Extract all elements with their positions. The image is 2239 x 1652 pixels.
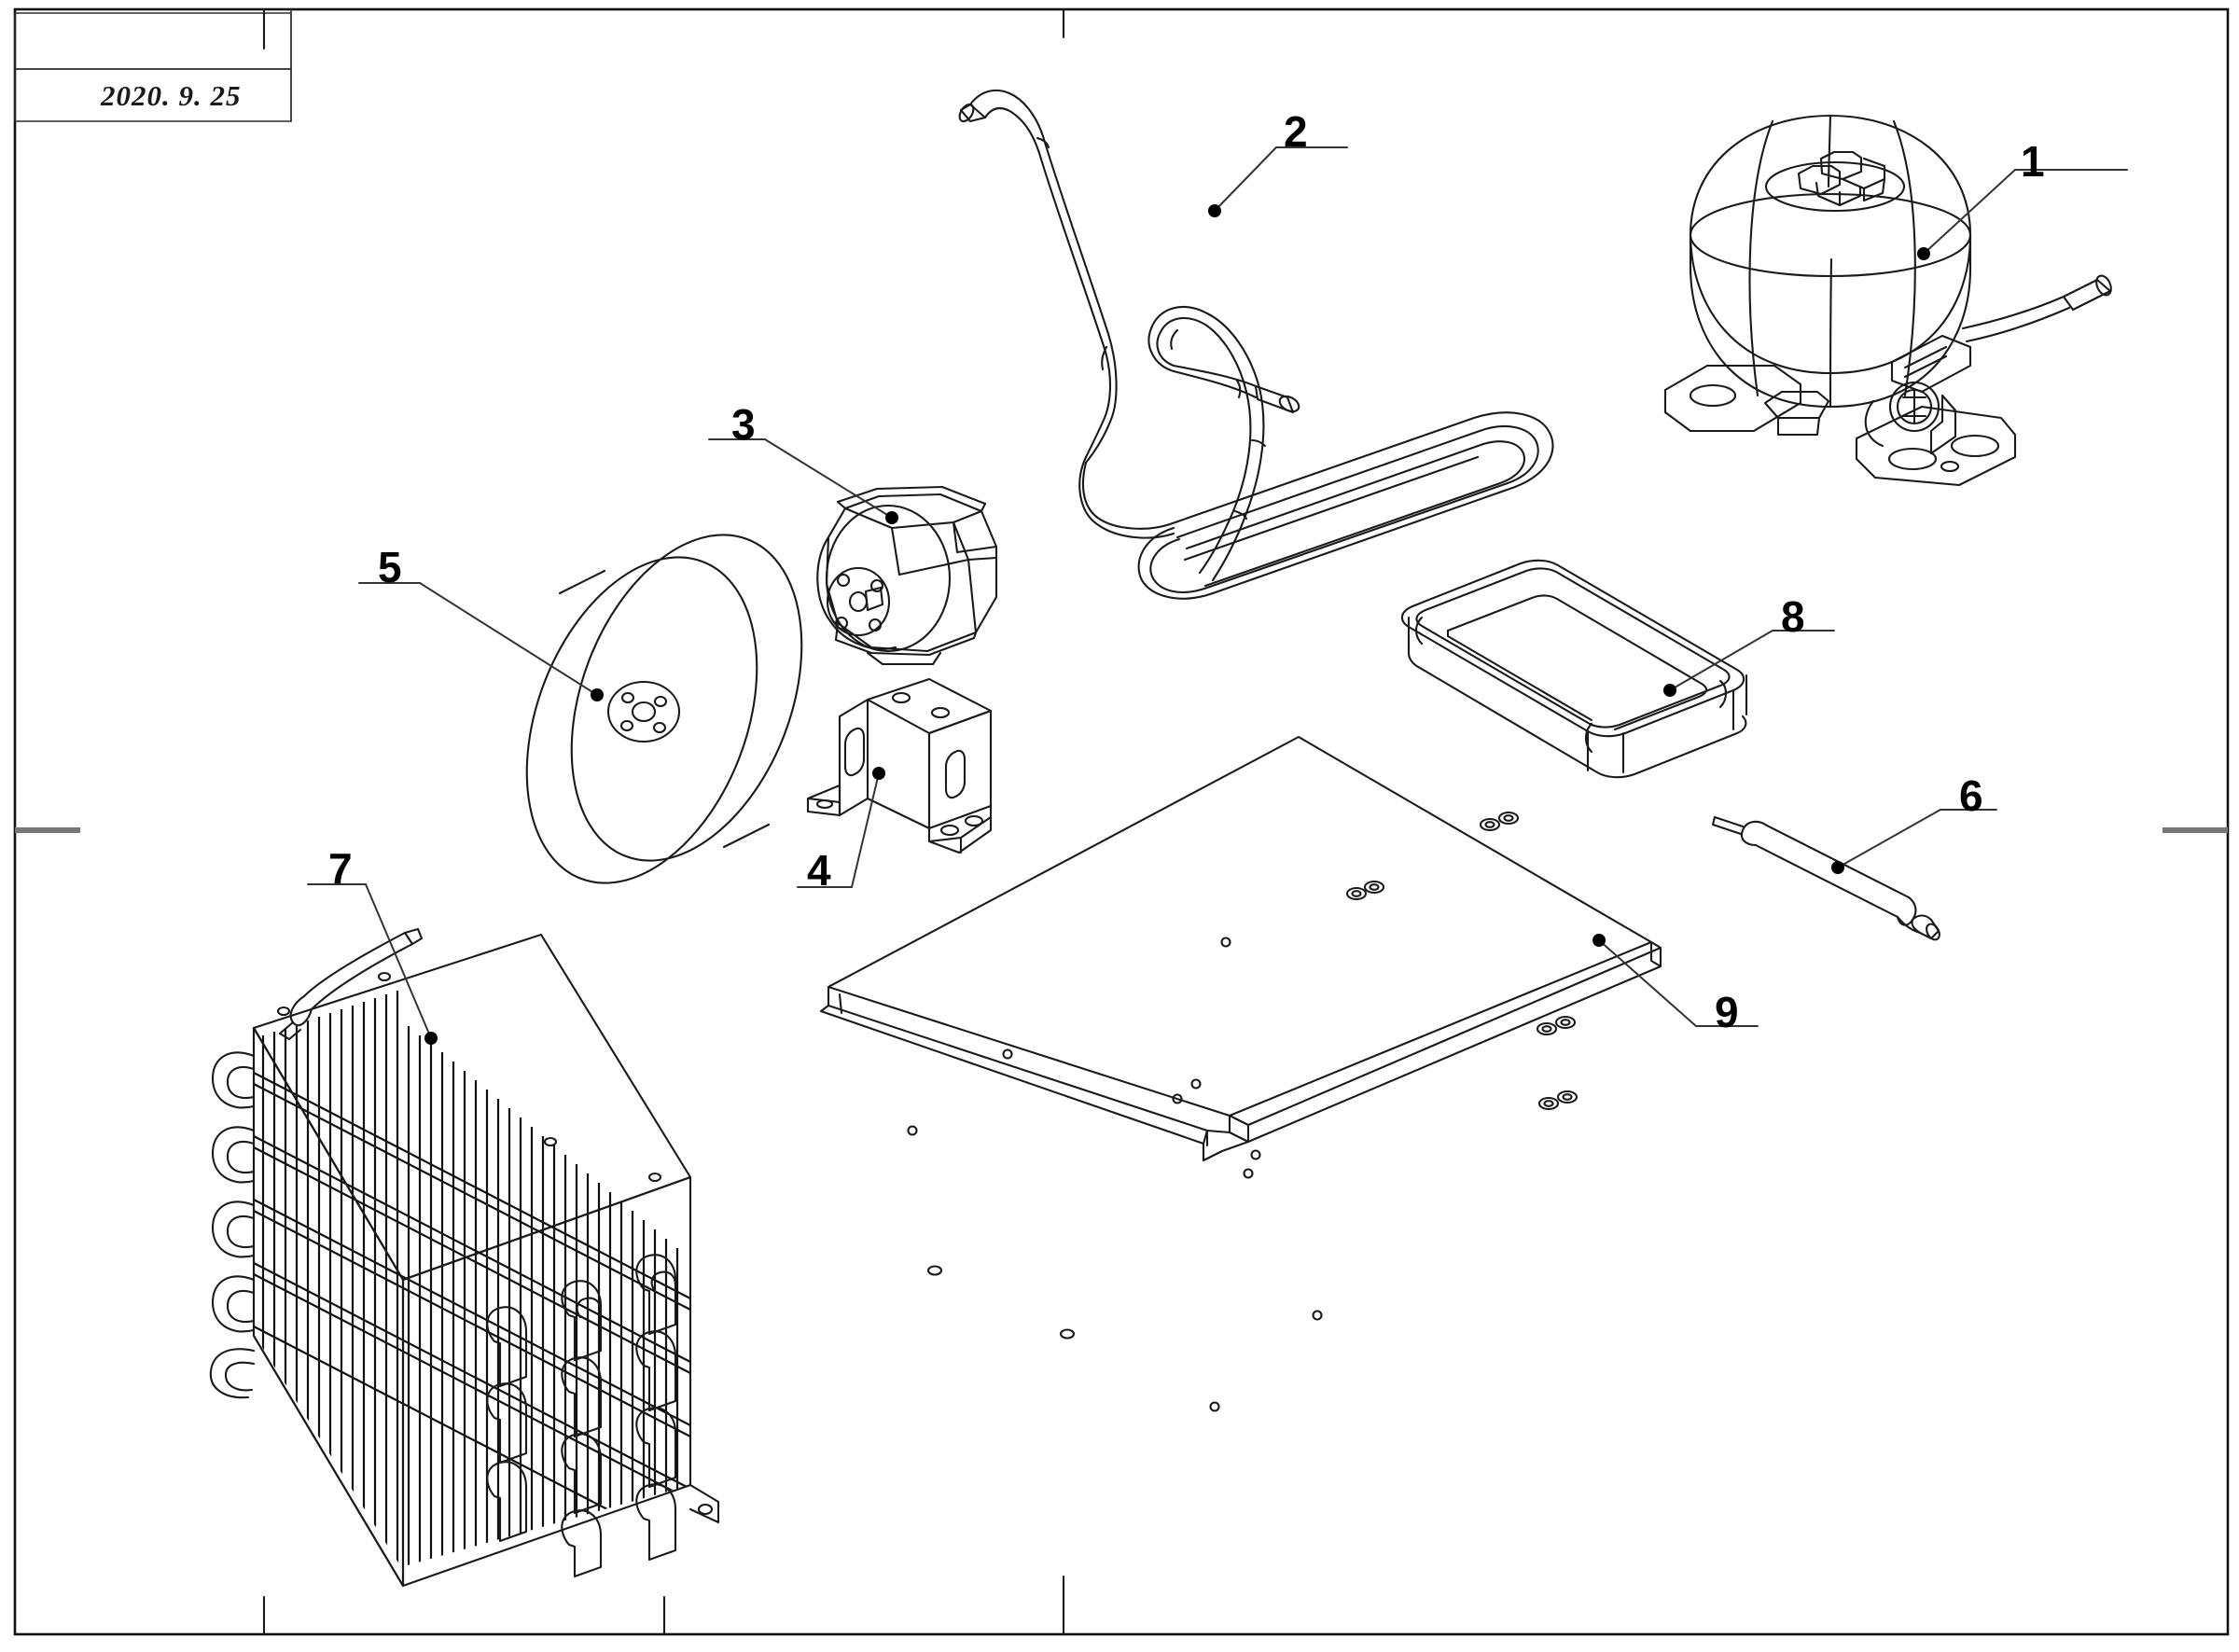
balloon-label-3[interactable]: 3 bbox=[731, 400, 756, 449]
balloon-label-7[interactable]: 7 bbox=[328, 844, 353, 893]
part-base-plate bbox=[819, 735, 1662, 1412]
balloon-label-6[interactable]: 6 bbox=[1959, 771, 1983, 820]
part-suction-tube-assembly bbox=[958, 89, 1554, 600]
balloon-label-1[interactable]: 1 bbox=[2021, 137, 2045, 186]
part-drip-tray bbox=[1400, 559, 1748, 779]
coil-fins bbox=[254, 991, 690, 1567]
balloon-label-5[interactable]: 5 bbox=[378, 543, 402, 591]
coil-return-bends-left bbox=[209, 1051, 256, 1399]
part-fan-motor bbox=[816, 485, 998, 666]
part-compressor bbox=[1663, 114, 2112, 487]
balloon-label-9[interactable]: 9 bbox=[1715, 988, 1739, 1036]
balloon-leaders bbox=[307, 146, 2128, 1045]
part-filter-drier bbox=[1711, 815, 1940, 941]
title-block bbox=[14, 8, 292, 122]
title-block-date: 2020. 9. 25 bbox=[101, 79, 242, 112]
part-motor-mount-bracket bbox=[806, 677, 993, 854]
coil-return-bends-right bbox=[486, 1254, 677, 1578]
sheet-border bbox=[13, 7, 2230, 1636]
part-fan-blade bbox=[525, 534, 803, 884]
part-condenser-coil bbox=[209, 927, 720, 1588]
balloon-label-2[interactable]: 2 bbox=[1284, 107, 1308, 156]
balloon-label-8[interactable]: 8 bbox=[1781, 592, 1805, 641]
balloon-label-4[interactable]: 4 bbox=[807, 846, 831, 895]
